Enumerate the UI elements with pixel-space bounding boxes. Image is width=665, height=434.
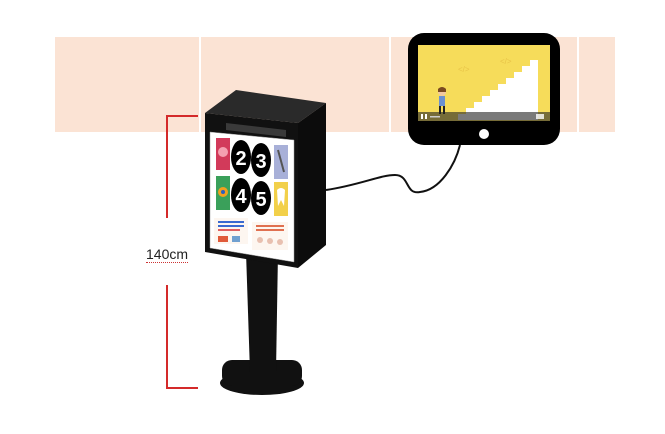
button-4[interactable]: 4 xyxy=(231,178,251,212)
wall-monitor: </> </> </> xyxy=(408,33,560,145)
svg-text:3: 3 xyxy=(255,151,266,173)
kiosk-stand xyxy=(220,252,304,395)
kiosk-screen: 2 3 4 5 xyxy=(209,131,295,263)
height-measure-text: 140cm xyxy=(146,246,189,263)
play-icon[interactable] xyxy=(421,114,423,119)
info-panel-left xyxy=(214,218,248,244)
height-label: 140cm xyxy=(146,246,189,263)
svg-text:4: 4 xyxy=(235,186,247,208)
svg-text:</>: </> xyxy=(458,65,470,74)
connection-cable xyxy=(325,144,461,194)
svg-text:2: 2 xyxy=(235,148,246,170)
svg-text:5: 5 xyxy=(255,189,266,211)
character-icon xyxy=(438,87,446,114)
button-5[interactable]: 5 xyxy=(251,181,271,215)
button-3[interactable]: 3 xyxy=(251,143,271,177)
stairs xyxy=(458,60,538,120)
svg-text:</>: </> xyxy=(500,57,512,66)
video-control-bar xyxy=(418,112,550,121)
info-panel-right xyxy=(252,222,288,250)
height-measure-bracket xyxy=(166,115,198,389)
button-2[interactable]: 2 xyxy=(231,140,251,174)
